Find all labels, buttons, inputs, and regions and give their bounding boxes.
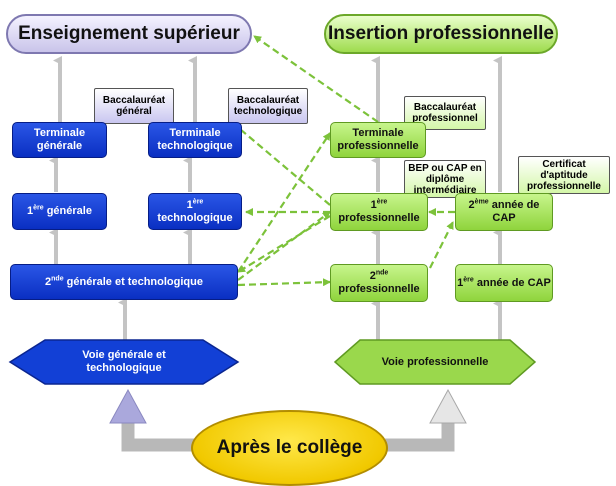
seconde-label: générale et technologique bbox=[63, 275, 203, 288]
terminale-technologique-box: Terminale technologique bbox=[148, 122, 242, 158]
cap-certificat-note: Certificat d'aptitude professionnelle bbox=[518, 156, 610, 194]
voie-generale-hexagon bbox=[8, 339, 240, 385]
cap2-num: 2 bbox=[468, 199, 475, 211]
premiere-techno-sup: ère bbox=[192, 197, 204, 205]
seconde-pro-box: 2nde professionnelle bbox=[330, 264, 428, 302]
seconde-sup: nde bbox=[51, 274, 64, 282]
voie-generale-label: Voie générale et technologique bbox=[82, 349, 166, 374]
seconde-num: 2 bbox=[45, 275, 52, 288]
seconde-pro-num: 2 bbox=[369, 270, 376, 282]
seconde-pro-label: professionnelle bbox=[338, 283, 420, 295]
enseignement-superieur-header: Enseignement supérieur bbox=[6, 14, 252, 54]
center-arrows bbox=[109, 388, 467, 452]
seconde-generale-box: 2nde générale et technologique bbox=[10, 264, 238, 300]
premiere-generale-num: 1 bbox=[27, 205, 34, 217]
premiere-pro-label: professionnelle bbox=[338, 212, 420, 224]
bac-techno-note: Baccalauréat technologique bbox=[228, 88, 308, 124]
seconde-pro-sup: nde bbox=[375, 269, 389, 277]
apres-college-oval: Après le collège bbox=[191, 410, 388, 486]
voie-pro-label: Voie professionnelle bbox=[381, 355, 489, 368]
premiere-technologique-box: 1ère technologique bbox=[148, 193, 242, 230]
insertion-professionnelle-header: Insertion professionnelle bbox=[324, 14, 558, 54]
left-vertical-arrows bbox=[49, 56, 197, 340]
premiere-pro-num: 1 bbox=[370, 199, 377, 211]
premiere-generale-box: 1ère générale bbox=[12, 193, 107, 230]
cap2-sup: ème bbox=[474, 198, 489, 206]
cap1-num: 1 bbox=[457, 276, 464, 289]
terminale-generale-box: Terminale générale bbox=[12, 122, 107, 158]
cap-1ere-annee-box: 1ère année de CAP bbox=[455, 264, 553, 302]
premiere-pro-box: 1ère professionnelle bbox=[330, 193, 428, 231]
cap-2eme-annee-box: 2ème année de CAP bbox=[455, 193, 553, 231]
premiere-techno-label: technologique bbox=[157, 211, 233, 224]
passerelle-dashed-arrows bbox=[233, 35, 455, 287]
cap1-sup: ère bbox=[463, 275, 474, 283]
bac-general-note: Baccalauréat général bbox=[94, 88, 174, 124]
voie-pro-hexagon bbox=[333, 339, 537, 385]
cap1-label: année de CAP bbox=[473, 276, 551, 289]
premiere-generale-sup: ère bbox=[33, 204, 44, 212]
terminale-pro-box: Terminale professionnelle bbox=[330, 122, 426, 158]
right-vertical-arrows bbox=[371, 56, 502, 340]
bep-cap-note: BEP ou CAP en diplôme intermédiaire bbox=[404, 160, 486, 198]
premiere-pro-sup: ère bbox=[376, 198, 388, 206]
cap2-label: année de CAP bbox=[488, 199, 540, 224]
premiere-techno-num: 1 bbox=[186, 198, 193, 211]
premiere-generale-label: générale bbox=[43, 205, 92, 217]
